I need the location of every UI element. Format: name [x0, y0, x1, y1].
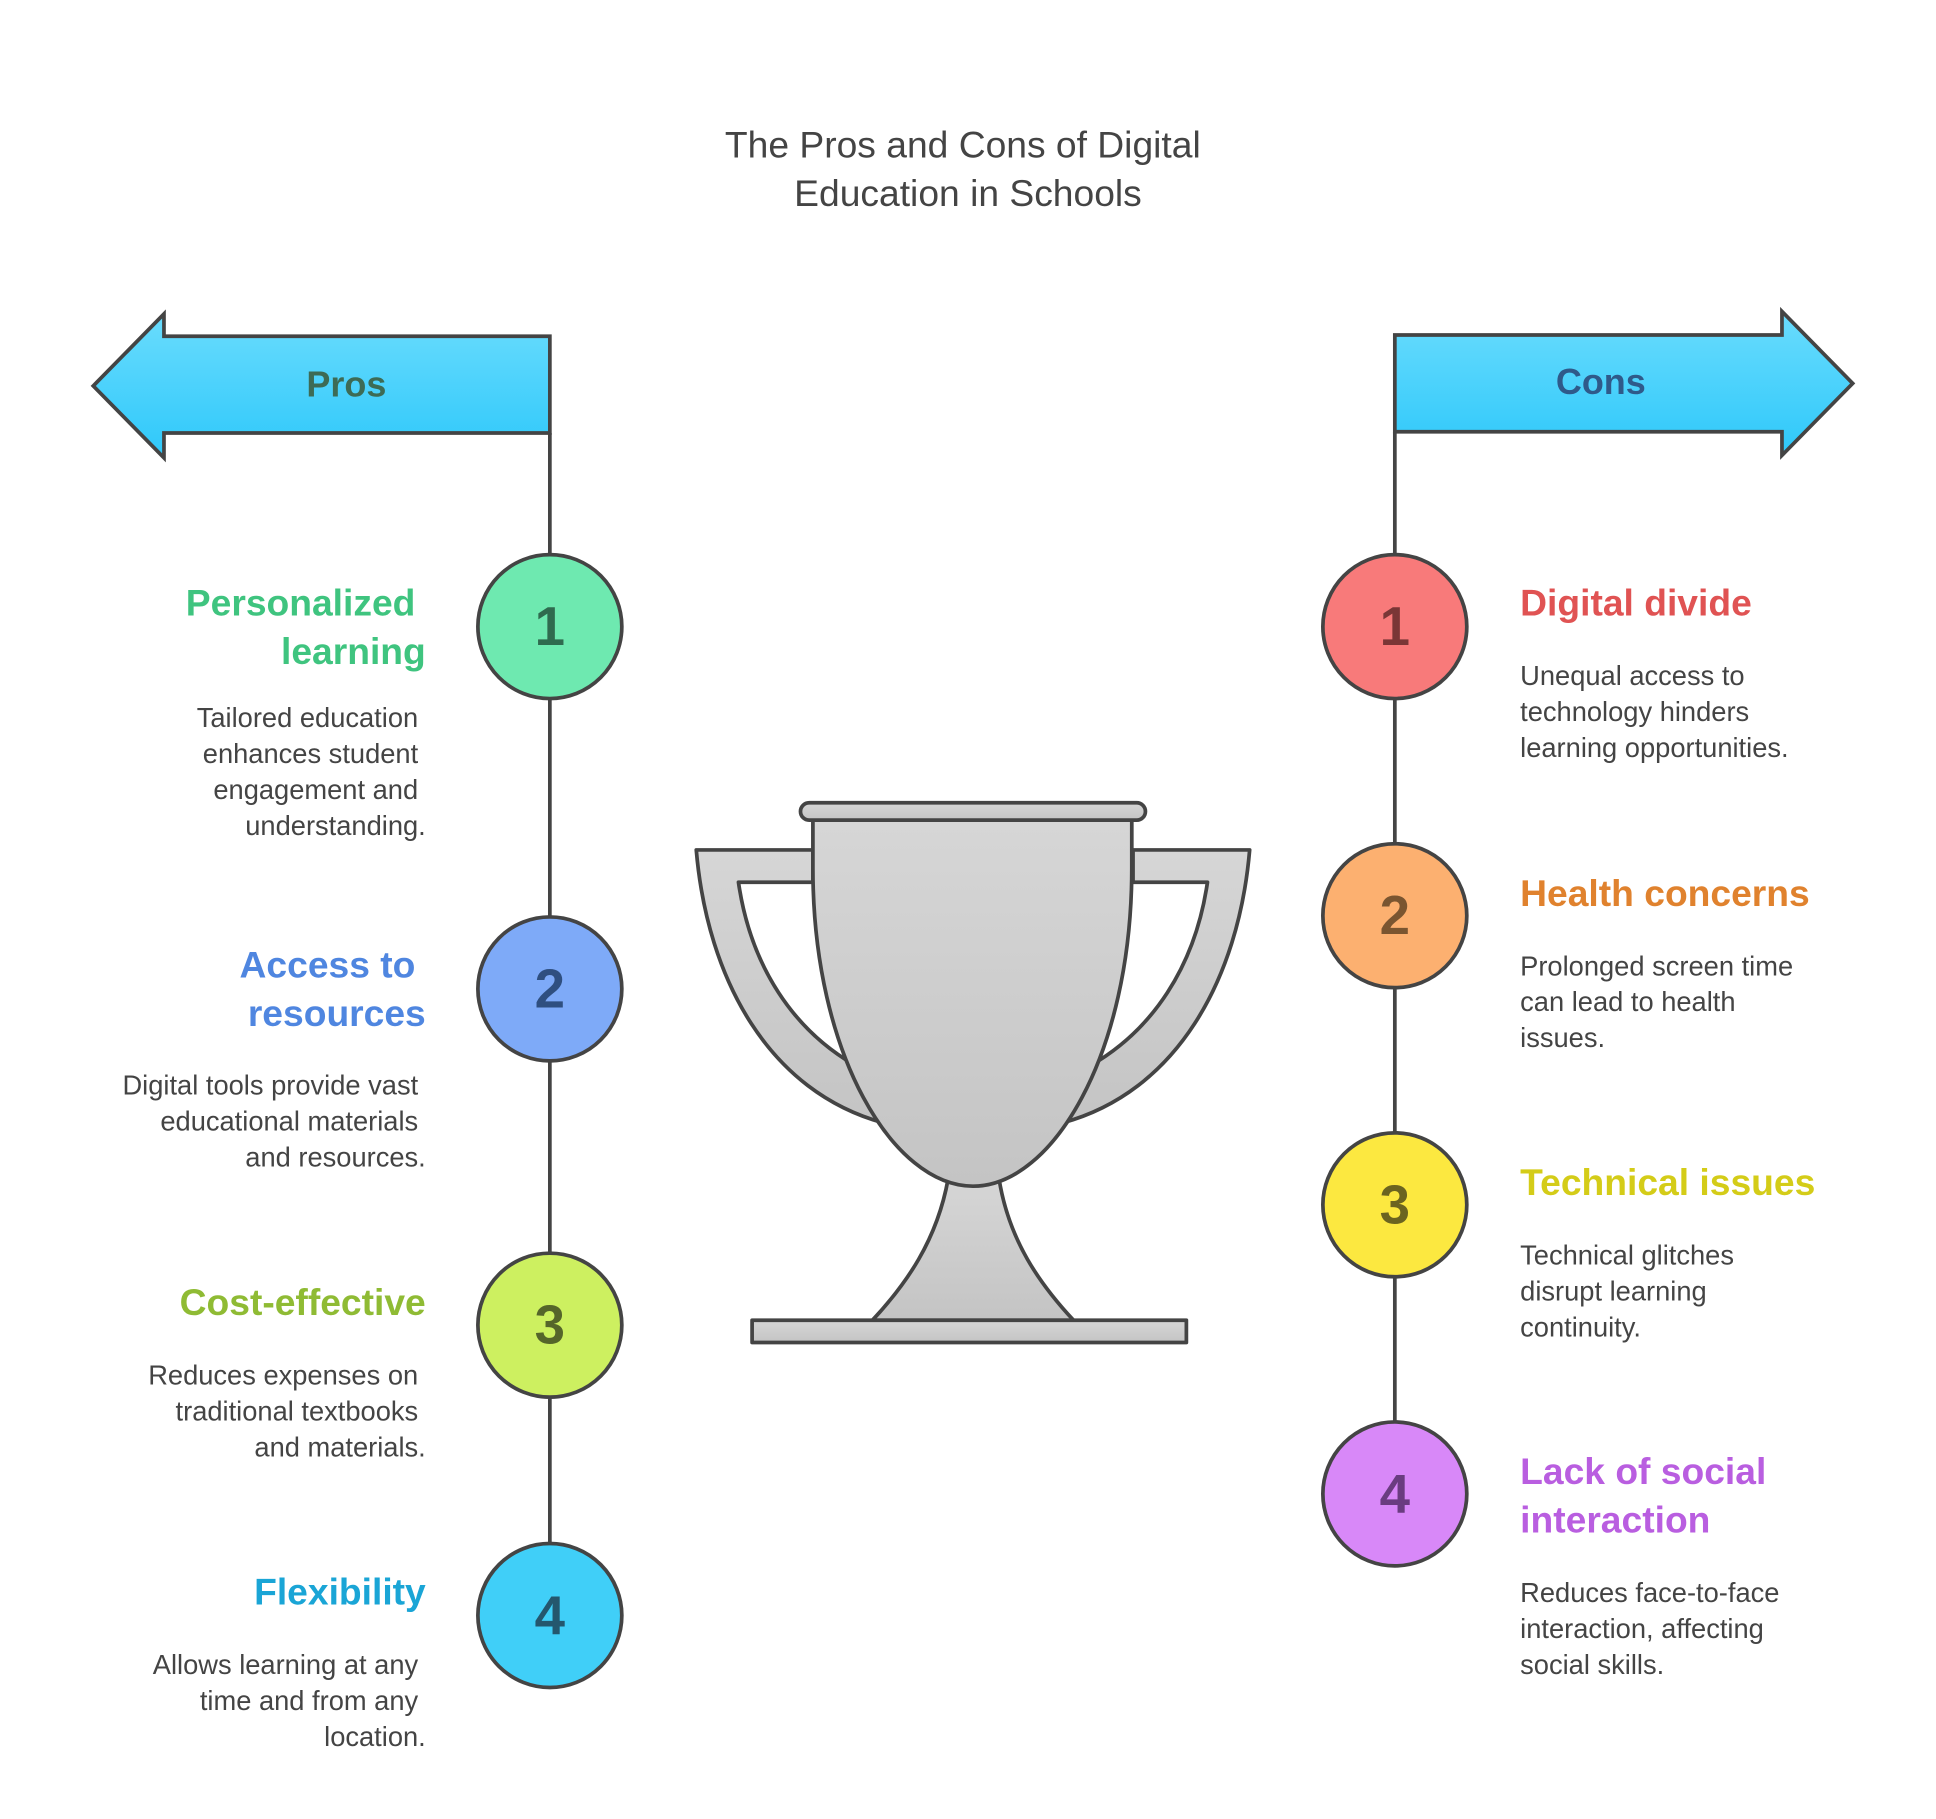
trophy-icon: [694, 800, 1252, 1345]
badge-number: 4: [535, 1585, 566, 1646]
item-description: Technical glitches disrupt learning cont…: [1520, 1239, 1741, 1342]
number-badge-4: [476, 1541, 624, 1690]
number-badge-1: [1321, 552, 1469, 701]
item-title: Digital divide: [1520, 581, 1752, 623]
number-badge-1: [476, 552, 624, 701]
item-description: Unequal access to technology hinders lea…: [1520, 660, 1788, 763]
cons-item-4: 4 Lack of social interaction Reduces fac…: [1321, 1420, 1787, 1680]
item-title: Health concerns: [1520, 872, 1810, 914]
diagram-title: The Pros and Cons of Digital Education i…: [725, 124, 1211, 214]
pros-label: Pros: [306, 364, 386, 405]
item-title: Lack of social interaction: [1520, 1450, 1777, 1540]
number-badge-2: [1321, 841, 1469, 990]
badge-number: 1: [535, 596, 565, 657]
number-badge-4: [1321, 1420, 1469, 1568]
pros-item-4: 4 Flexibility Allows learning at any tim…: [153, 1541, 624, 1752]
pros-item-1: 1 Personalized learning Tailored educati…: [186, 552, 624, 841]
item-description: Allows learning at any time and from any…: [153, 1649, 426, 1752]
cons-item-1: 1 Digital divide Unequal access to techn…: [1321, 552, 1789, 763]
pros-item-2: 2 Access to resources Digital tools prov…: [122, 915, 624, 1172]
badge-number: 2: [1380, 885, 1410, 946]
cons-arrow: Cons: [1392, 306, 1856, 460]
number-badge-3: [476, 1251, 624, 1399]
number-badge-3: [1321, 1130, 1469, 1279]
item-title: Technical issues: [1520, 1161, 1815, 1203]
item-title: Flexibility: [254, 1570, 426, 1612]
pros-arrow: Pros: [90, 309, 552, 463]
item-description: Digital tools provide vast educational m…: [122, 1069, 425, 1172]
item-title: Access to resources: [240, 944, 426, 1034]
item-description: Reduces face-to-face interaction, affect…: [1520, 1577, 1787, 1680]
item-description: Reduces expenses on traditional textbook…: [148, 1360, 426, 1463]
badge-number: 4: [1380, 1463, 1411, 1524]
badge-number: 2: [535, 958, 565, 1019]
badge-number: 1: [1380, 596, 1410, 657]
item-description: Prolonged screen time can lead to health…: [1520, 950, 1801, 1053]
item-description: Tailored education enhances student enga…: [197, 702, 426, 841]
cons-label: Cons: [1556, 361, 1646, 402]
badge-number: 3: [1380, 1174, 1410, 1235]
number-badge-2: [476, 915, 624, 1063]
item-title: Cost-effective: [180, 1281, 426, 1323]
item-title: Personalized learning: [186, 581, 426, 671]
cons-item-3: 3 Technical issues Technical glitches di…: [1321, 1130, 1815, 1342]
pros-item-3: 3 Cost-effective Reduces expenses on tra…: [148, 1251, 624, 1463]
cons-item-2: 2 Health concerns Prolonged screen time …: [1321, 841, 1810, 1053]
badge-number: 3: [535, 1295, 565, 1356]
